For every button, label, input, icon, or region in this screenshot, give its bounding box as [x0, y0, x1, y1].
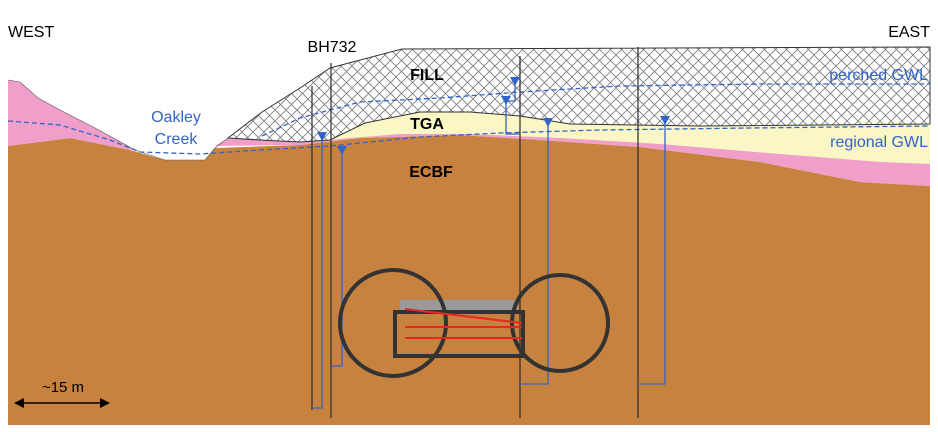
tga-label: TGA [410, 116, 444, 133]
tga-layer [330, 112, 930, 164]
perched-gwl-line [261, 83, 930, 137]
piezometer-4 [520, 122, 549, 385]
piezometer-5 [638, 120, 666, 385]
water-level-marker-icon [543, 118, 553, 127]
west-label: WEST [8, 24, 54, 41]
fill-layer [226, 46, 931, 143]
scale-arrow-icon [14, 398, 110, 408]
water-level-marker-icon [660, 116, 670, 125]
water-level-marker-icon [510, 77, 520, 86]
east-tunnel [510, 273, 610, 373]
cross-passage [393, 310, 525, 358]
water-level-marker-icon [337, 146, 347, 155]
ground-surface-west [7, 79, 229, 161]
scale-label: ~15 m [42, 379, 84, 396]
cross-passage-roof [400, 300, 518, 310]
perched-gwl-label: perched GWL [829, 67, 928, 84]
ecbf-label: ECBF [409, 164, 453, 181]
ecbf-layer [8, 135, 930, 425]
water-level-marker-icon [317, 132, 327, 141]
creek-label-line2: Creek [155, 131, 199, 148]
regional-gwl-label: regional GWL [830, 134, 928, 151]
borehole-label: BH732 [308, 39, 357, 56]
water-level-marker-icon [501, 96, 511, 105]
west-tunnel [338, 268, 448, 378]
regional-gwl-line [7, 120, 931, 155]
piezometer-2 [331, 150, 343, 367]
pink-layer-west [8, 80, 135, 150]
water-level-markers [317, 77, 670, 155]
creek-label-line1: Oakley [151, 109, 201, 126]
piezometer-1 [312, 136, 323, 409]
fill-label: FILL [410, 67, 444, 84]
twin-tunnels [338, 268, 610, 378]
fracture-lines [404, 308, 523, 339]
east-label: EAST [888, 24, 930, 41]
